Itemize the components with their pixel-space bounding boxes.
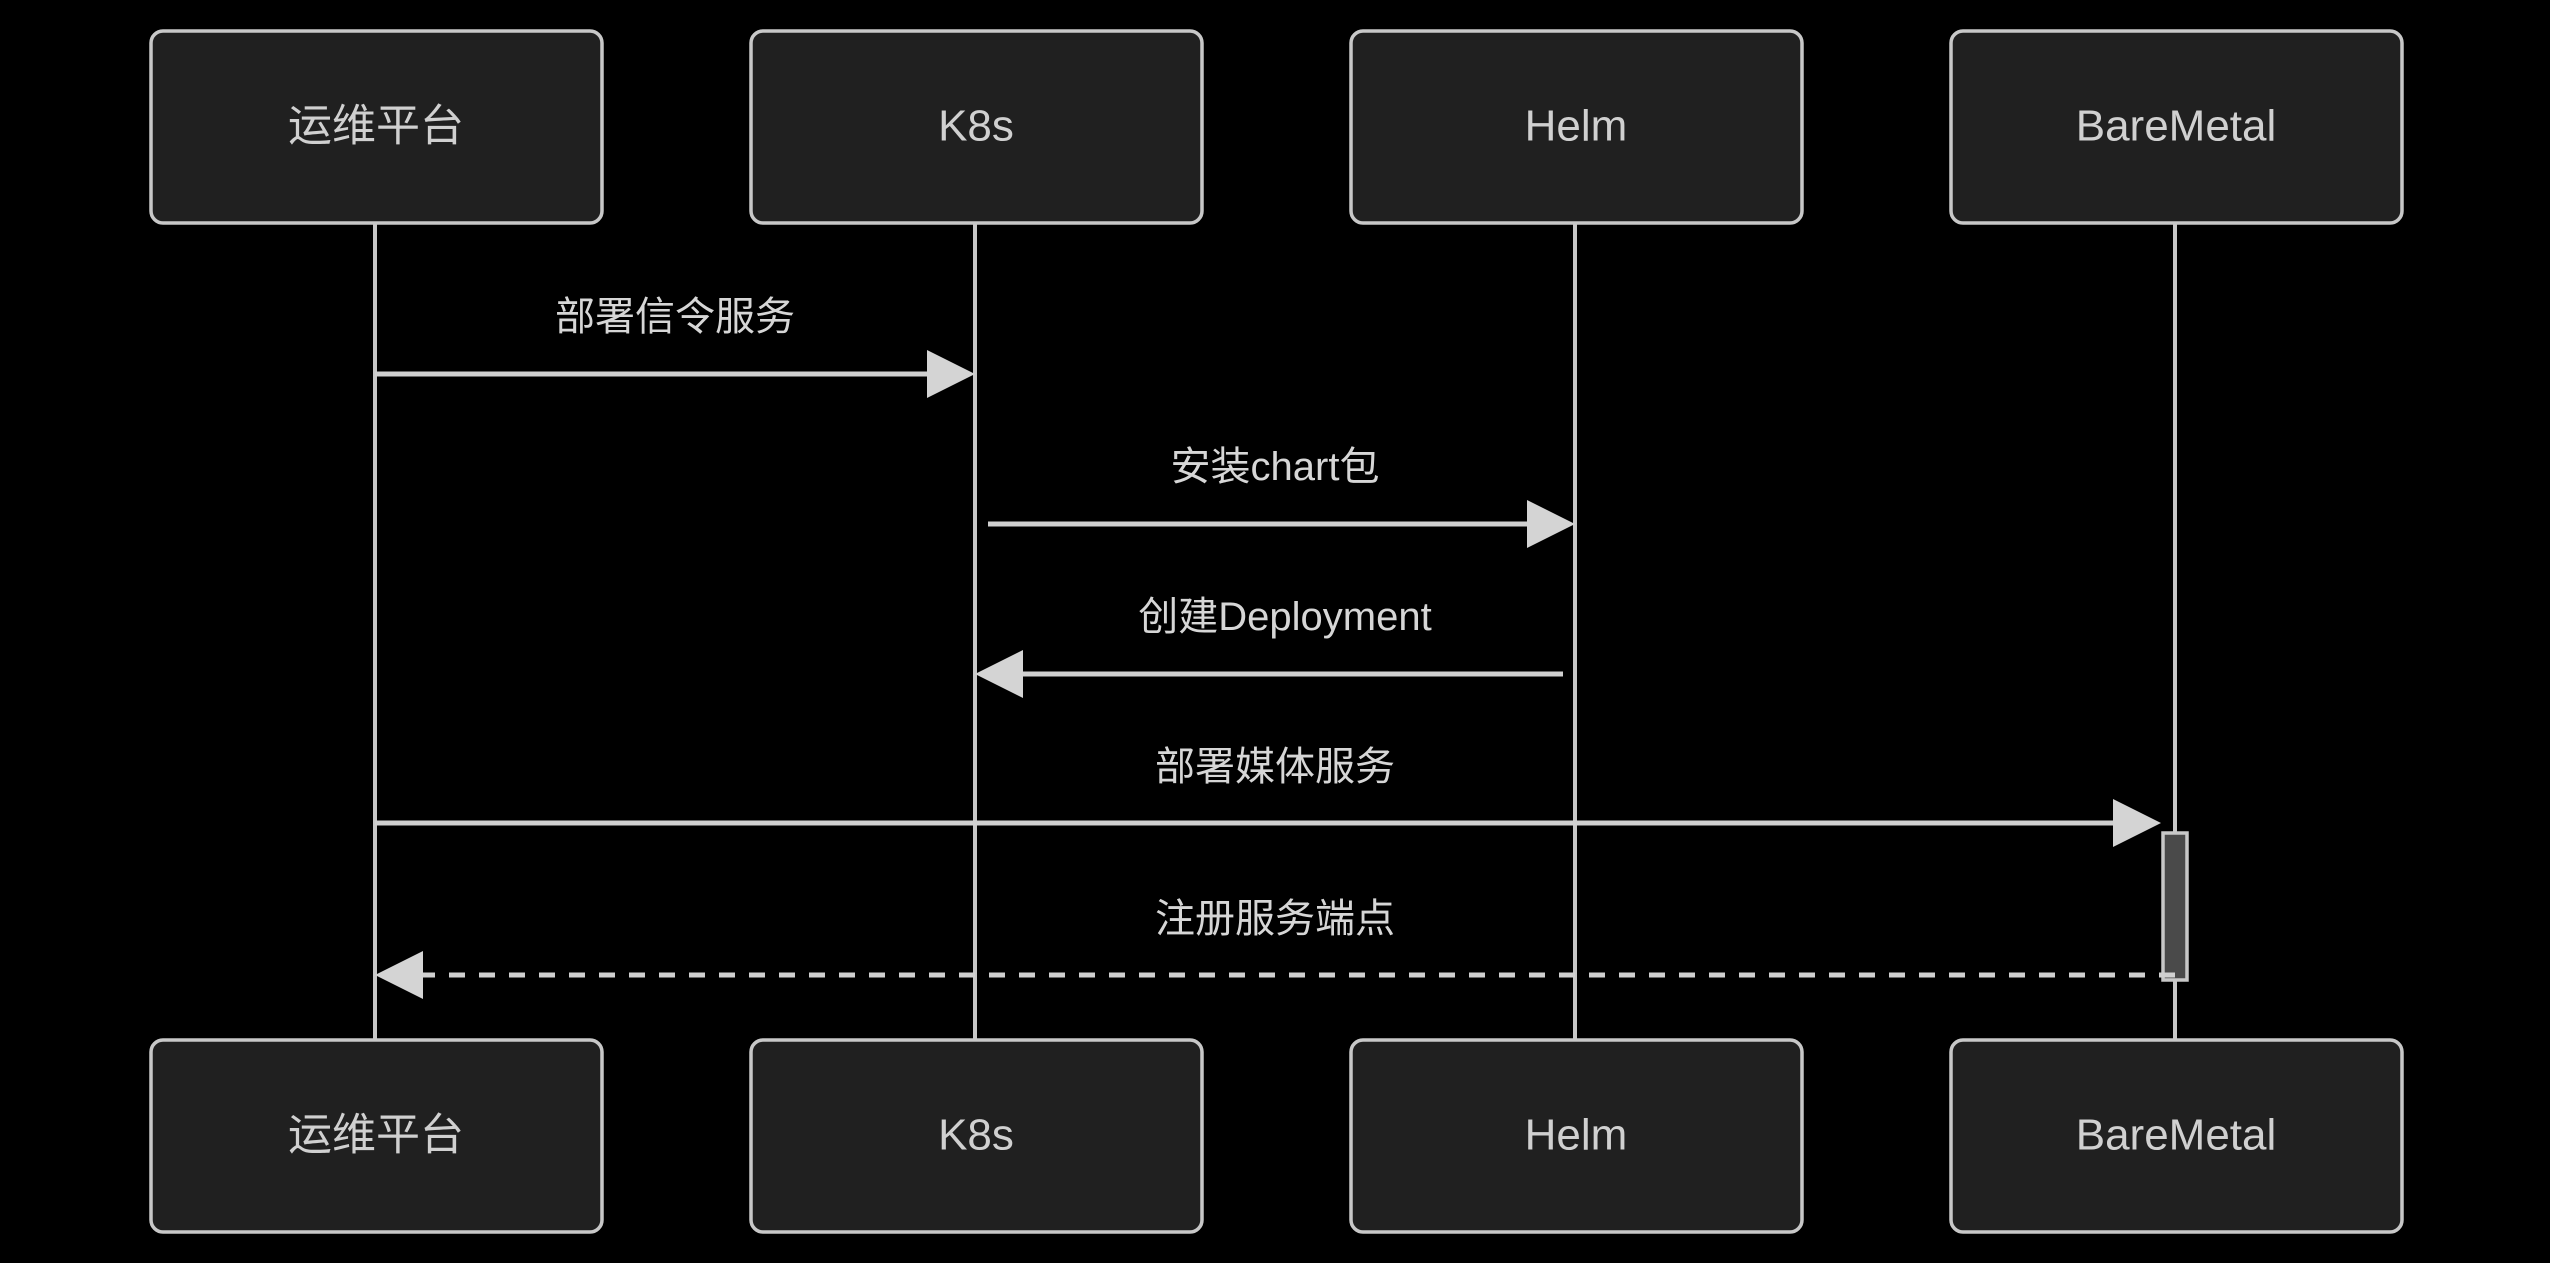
message-3[interactable]: 创建Deployment bbox=[975, 595, 1563, 698]
participant-boxes-bottom: 运维平台 K8s Helm BareMetal bbox=[149, 1038, 2404, 1234]
participant-box-rect bbox=[1349, 29, 1804, 225]
participant-label-k8s-bottom: K8s bbox=[938, 1111, 1014, 1160]
participant-box-helm-top[interactable]: Helm bbox=[1349, 29, 1804, 225]
participant-label-baremetal-top: BareMetal bbox=[2076, 102, 2277, 151]
message-4-label: 部署媒体服务 bbox=[1155, 745, 1395, 789]
message-2-arrowhead bbox=[1527, 500, 1575, 548]
participant-label-helm-bottom: Helm bbox=[1525, 1111, 1628, 1160]
message-5-arrowhead bbox=[375, 951, 423, 999]
participant-label-k8s-top: K8s bbox=[938, 102, 1014, 151]
participant-box-rect bbox=[1949, 1038, 2404, 1234]
message-1-label: 部署信令服务 bbox=[555, 295, 795, 339]
participant-label-ops-bottom: 运维平台 bbox=[288, 1111, 464, 1160]
message-1[interactable]: 部署信令服务 bbox=[375, 295, 975, 398]
message-4[interactable]: 部署媒体服务 bbox=[375, 745, 2161, 847]
message-3-arrowhead bbox=[975, 650, 1023, 698]
participant-box-rect bbox=[149, 29, 604, 225]
participant-label-baremetal-bottom: BareMetal bbox=[2076, 1111, 2277, 1160]
participant-box-rect bbox=[749, 1038, 1204, 1234]
message-2[interactable]: 安装chart包 bbox=[988, 445, 1575, 548]
participant-box-helm-bottom[interactable]: Helm bbox=[1349, 1038, 1804, 1234]
participant-box-ops-top[interactable]: 运维平台 bbox=[149, 29, 604, 225]
participant-box-rect bbox=[749, 29, 1204, 225]
participant-box-rect bbox=[149, 1038, 604, 1234]
participant-box-ops-bottom[interactable]: 运维平台 bbox=[149, 1038, 604, 1234]
participant-boxes-top: 运维平台 K8s Helm BareMetal bbox=[149, 29, 2404, 225]
participant-box-k8s-bottom[interactable]: K8s bbox=[749, 1038, 1204, 1234]
message-4-arrowhead bbox=[2113, 799, 2161, 847]
participant-box-k8s-top[interactable]: K8s bbox=[749, 29, 1204, 225]
participant-box-baremetal-top[interactable]: BareMetal bbox=[1949, 29, 2404, 225]
message-3-label: 创建Deployment bbox=[1138, 595, 1431, 639]
message-5[interactable]: 注册服务端点 bbox=[375, 897, 2175, 999]
message-5-label: 注册服务端点 bbox=[1155, 897, 1395, 941]
participant-box-baremetal-bottom[interactable]: BareMetal bbox=[1949, 1038, 2404, 1234]
message-1-arrowhead bbox=[927, 350, 975, 398]
activation-bar-baremetal bbox=[2161, 831, 2189, 982]
participant-label-ops-top: 运维平台 bbox=[288, 102, 464, 151]
participant-box-rect bbox=[1349, 1038, 1804, 1234]
message-2-label: 安装chart包 bbox=[1171, 445, 1380, 489]
participant-box-rect bbox=[1949, 29, 2404, 225]
participant-label-helm-top: Helm bbox=[1525, 102, 1628, 151]
